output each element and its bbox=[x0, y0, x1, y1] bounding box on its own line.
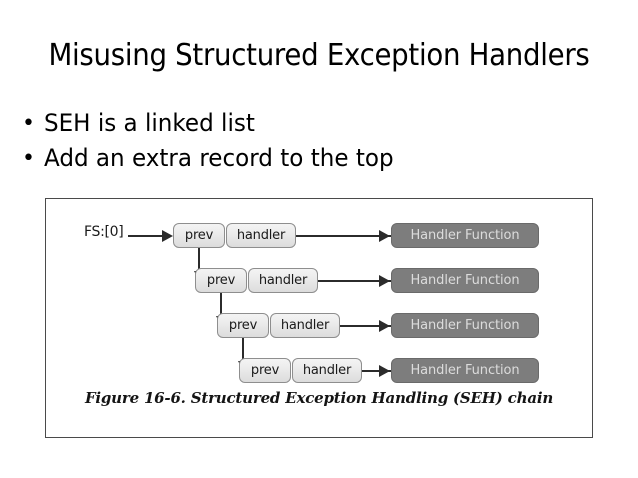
seh-record-3-handler-cell: handler bbox=[270, 313, 340, 338]
bullet-text: SEH is a linked list bbox=[44, 109, 255, 137]
seh-record-4-prev-cell: prev bbox=[239, 358, 291, 383]
seh-record-2-handler-cell: handler bbox=[248, 268, 318, 293]
seh-record-1-handler-arrow-icon bbox=[379, 230, 390, 242]
bullet-text: Add an extra record to the top bbox=[44, 144, 394, 172]
fs-zero-label: FS:[0] bbox=[84, 224, 124, 240]
seh-record-2: prev handler bbox=[195, 268, 318, 293]
page-title: Misusing Structured Exception Handlers bbox=[48, 38, 590, 73]
seh-record-4-handler-line bbox=[362, 370, 394, 372]
seh-record-2-prev-cell: prev bbox=[195, 268, 247, 293]
seh-record-2-handler-arrow-icon bbox=[379, 275, 390, 287]
seh-record-4-handler-arrow-icon bbox=[379, 365, 390, 377]
figure-caption: Figure 16-6. Structured Exception Handli… bbox=[84, 389, 554, 407]
seh-record-1-handler-cell: handler bbox=[226, 223, 296, 248]
handler-function-box-1: Handler Function bbox=[391, 223, 539, 248]
seh-record-3-handler-line bbox=[340, 325, 394, 327]
seh-record-1-handler-line bbox=[296, 235, 394, 237]
seh-record-4: prev handler bbox=[239, 358, 362, 383]
handler-function-box-3: Handler Function bbox=[391, 313, 539, 338]
figure-frame: FS:[0] prev handler Handler Function pre… bbox=[45, 198, 593, 438]
fs-entry-arrow-icon bbox=[162, 230, 173, 242]
fs-entry-line bbox=[128, 235, 162, 237]
seh-record-1: prev handler bbox=[173, 223, 296, 248]
seh-link-line-3 bbox=[242, 338, 244, 368]
seh-link-line-1 bbox=[198, 248, 200, 278]
seh-record-3-handler-arrow-icon bbox=[379, 320, 390, 332]
seh-record-1-prev-cell: prev bbox=[173, 223, 225, 248]
handler-function-box-2: Handler Function bbox=[391, 268, 539, 293]
list-item: • SEH is a linked list bbox=[22, 108, 622, 138]
list-item: • Add an extra record to the top bbox=[22, 143, 622, 173]
seh-record-3: prev handler bbox=[217, 313, 340, 338]
seh-link-line-2 bbox=[220, 293, 222, 323]
seh-record-2-handler-line bbox=[318, 280, 394, 282]
seh-chain-diagram: FS:[0] prev handler Handler Function pre… bbox=[46, 199, 592, 437]
seh-record-3-prev-cell: prev bbox=[217, 313, 269, 338]
bullet-marker-icon: • bbox=[22, 146, 35, 171]
handler-function-box-4: Handler Function bbox=[391, 358, 539, 383]
bullet-marker-icon: • bbox=[22, 111, 35, 136]
seh-record-4-handler-cell: handler bbox=[292, 358, 362, 383]
bullet-list: • SEH is a linked list • Add an extra re… bbox=[22, 108, 622, 178]
